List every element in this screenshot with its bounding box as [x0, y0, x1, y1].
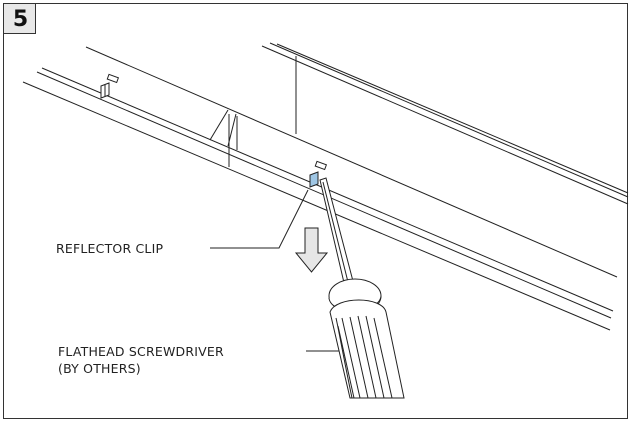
reflector-clip-leader — [210, 189, 309, 249]
reflector-clip — [309, 160, 328, 188]
screwdriver-label-line1: FLATHEAD SCREWDRIVER — [58, 344, 224, 359]
step-number: 5 — [12, 7, 29, 32]
reflector-clip-label: REFLECTOR CLIP — [56, 241, 163, 256]
fixture-body — [22, 46, 618, 331]
diagram-frame — [3, 3, 628, 419]
upper-rail — [261, 42, 629, 205]
step-number-box: 5 — [3, 3, 36, 34]
flathead-screwdriver — [319, 177, 405, 399]
arrow-down-icon — [294, 227, 329, 273]
reflector-clip-far — [100, 73, 120, 99]
screwdriver-label-line2: (BY OTHERS) — [58, 361, 141, 376]
